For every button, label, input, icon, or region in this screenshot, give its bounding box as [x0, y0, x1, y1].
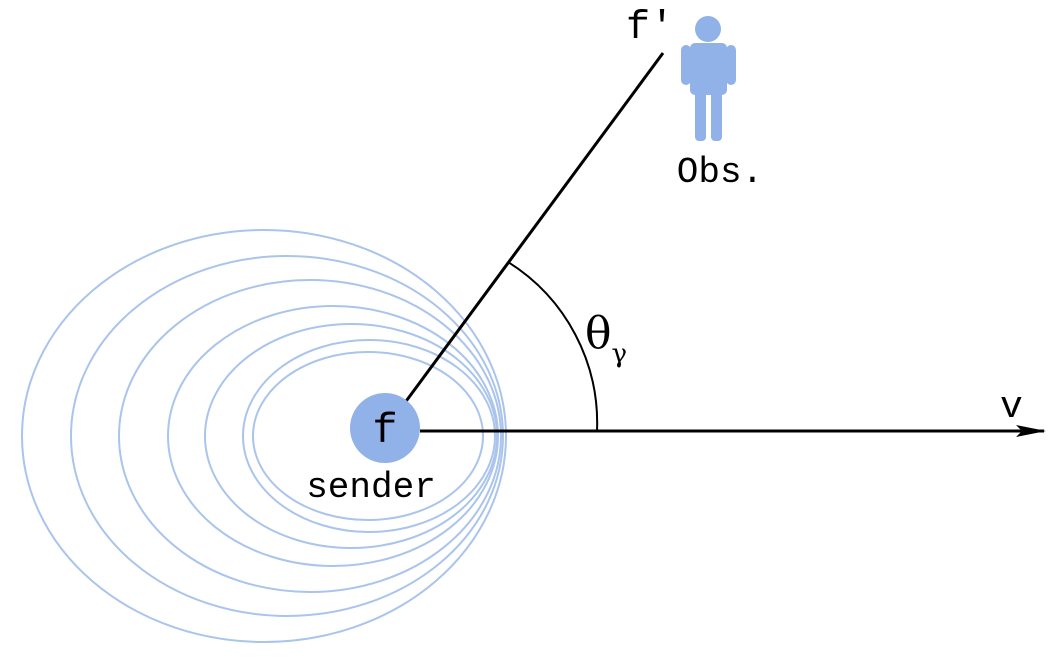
- wavefront-1: [21, 229, 507, 643]
- wavefront-6: [242, 339, 496, 533]
- angle-arc: [507, 261, 599, 432]
- sender-dot: [350, 393, 420, 463]
- observer-label: Obs.: [677, 152, 763, 193]
- wavefront-7: [252, 351, 484, 521]
- wavefront-2: [70, 255, 504, 617]
- source-frequency-label: f: [372, 407, 397, 455]
- sender-label: sender: [306, 467, 436, 508]
- angle-subscript: γ: [612, 339, 628, 369]
- observed-frequency-label: f′: [626, 6, 674, 51]
- wavefront-3: [118, 279, 502, 593]
- person-icon: [681, 16, 736, 141]
- wavefronts: [21, 229, 507, 643]
- wavefront-5: [204, 323, 498, 549]
- angle-label: θγ: [585, 308, 627, 369]
- angle-symbol: θ: [585, 308, 612, 359]
- line-of-sight: [402, 52, 665, 405]
- velocity-label: v: [1000, 386, 1023, 429]
